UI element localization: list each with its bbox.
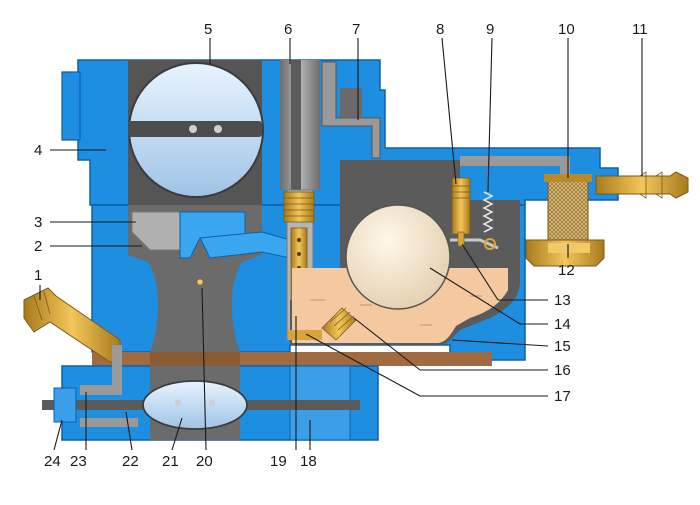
callout-1: 1 [34,267,42,284]
callout-labels: 5 6 7 8 9 10 11 4 3 2 1 12 13 14 15 16 1… [34,21,648,470]
callout-2: 2 [34,238,42,255]
vacuum-channel [112,345,122,395]
fuel-passage [460,156,570,166]
callout-23: 23 [70,453,87,470]
callout-16: 16 [554,362,571,379]
callout-13: 13 [554,292,571,309]
callout-8: 8 [436,21,444,38]
callout-22: 22 [122,453,139,470]
callout-18: 18 [300,453,317,470]
cover-bracket [61,71,81,141]
throttle-lever [53,387,77,423]
callout-21: 21 [162,453,179,470]
callout-4: 4 [34,142,42,159]
throttle-valve [142,380,248,430]
callout-5: 5 [204,21,212,38]
callout-7: 7 [352,21,360,38]
callout-24: 24 [44,453,61,470]
callout-12: 12 [558,262,575,279]
callout-20: 20 [196,453,213,470]
callout-15: 15 [554,338,571,355]
callout-14: 14 [554,316,571,333]
venturi-port-20 [196,278,204,286]
air-jet [283,191,315,223]
callout-10: 10 [558,21,575,38]
callout-19: 19 [270,453,287,470]
fuel-strainer [547,177,589,241]
float-spring [482,191,494,233]
main-jet-channel [288,330,322,340]
leader-lines [39,37,643,451]
small-diffuser [131,211,181,251]
needle [457,231,465,247]
callout-6: 6 [284,21,292,38]
callout-3: 3 [34,214,42,231]
float [345,204,451,310]
idle-channel [80,418,138,427]
fuel-inlet-fitting [595,171,689,199]
callout-17: 17 [554,388,571,405]
callout-11: 11 [632,21,648,38]
callout-9: 9 [486,21,494,38]
vent-tube [321,61,381,159]
